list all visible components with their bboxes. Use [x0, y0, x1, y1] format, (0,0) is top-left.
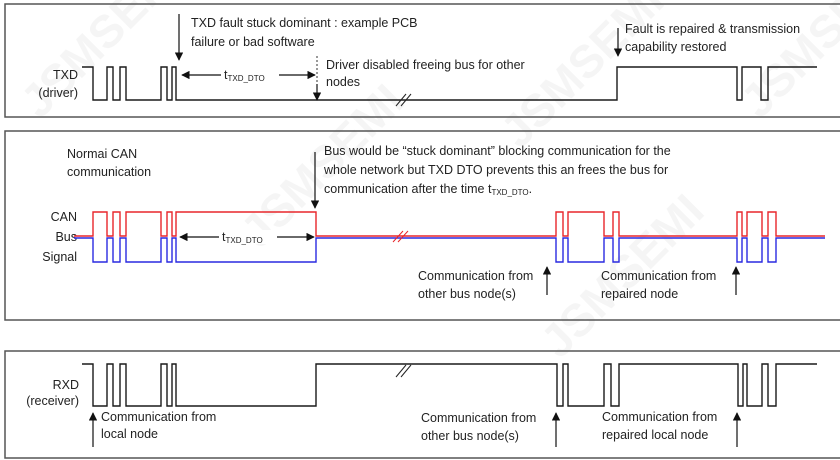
normal-can-annotation-line1: Normai CAN	[67, 147, 137, 161]
can-low-waveform	[74, 237, 825, 263]
repaired-node-annotation-line2: repaired node	[601, 287, 678, 301]
rxd-waveform	[82, 363, 817, 407]
can-bus-panel: Normai CAN communication CAN Bus Signal …	[4, 130, 840, 321]
txd-waveform	[82, 66, 817, 101]
other-node-annotation-line2: other bus node(s)	[418, 287, 516, 301]
watermark-text: JSMSEMI	[10, 0, 193, 127]
rxd-sublabel: (receiver)	[26, 394, 79, 408]
rxd-other-node-annotation-line1: Communication from	[421, 411, 536, 425]
other-node-annotation-line1: Communication from	[418, 269, 533, 283]
rxd-repaired-node-annotation-line1: Communication from	[602, 410, 717, 424]
watermark-text: JSMSEMI	[730, 0, 840, 127]
stuck-annotation-line1: Bus would be “stuck dominant” blocking c…	[324, 144, 671, 158]
can-high-waveform	[74, 211, 825, 237]
txd-label: TXD	[53, 68, 78, 82]
fault-annotation-line1: TXD fault stuck dominant : example PCB	[191, 16, 417, 30]
bus-label: Bus	[55, 230, 77, 244]
rxd-other-node-annotation-line2: other bus node(s)	[421, 429, 519, 443]
disabled-annotation-line2: nodes	[326, 75, 360, 89]
repaired-annotation-line2: capability restored	[625, 40, 726, 54]
local-node-annotation-line1: Communication from	[101, 410, 216, 424]
signal-label: Signal	[42, 250, 77, 264]
local-node-annotation-line2: local node	[101, 427, 158, 441]
can-label: CAN	[51, 210, 77, 224]
timer-label-bg	[219, 230, 277, 244]
rxd-label: RXD	[53, 378, 79, 392]
repaired-node-annotation-line1: Communication from	[601, 269, 716, 283]
txd-panel: TXD (driver) TXD fault stuck dominant : …	[4, 3, 840, 118]
repaired-annotation-line1: Fault is repaired & transmission	[625, 22, 800, 36]
normal-can-annotation-line2: communication	[67, 165, 151, 179]
can-dto-label: tTXD_DTO	[222, 230, 263, 245]
disabled-annotation-line1: Driver disabled freeing bus for other	[326, 58, 525, 72]
stuck-annotation-line3: communication after the time tTXD_DTO.	[324, 182, 532, 197]
rxd-panel: RXD (receiver) Communication from local …	[4, 350, 840, 459]
time-break-mark	[392, 230, 409, 243]
stuck-annotation-line2: whole network but TXD DTO prevents this …	[323, 163, 668, 177]
fault-annotation-line2: failure or bad software	[191, 35, 315, 49]
txd-panel-border	[4, 3, 840, 118]
txd-dto-label: tTXD_DTO	[224, 68, 265, 83]
time-break-mark	[395, 93, 412, 107]
rxd-repaired-node-annotation-line2: repaired local node	[602, 428, 708, 442]
time-break-mark	[395, 364, 412, 378]
timer-label-bg	[221, 68, 279, 82]
txd-sublabel: (driver)	[38, 86, 78, 100]
can-panel-border	[4, 130, 840, 321]
rxd-panel-border	[4, 350, 840, 459]
